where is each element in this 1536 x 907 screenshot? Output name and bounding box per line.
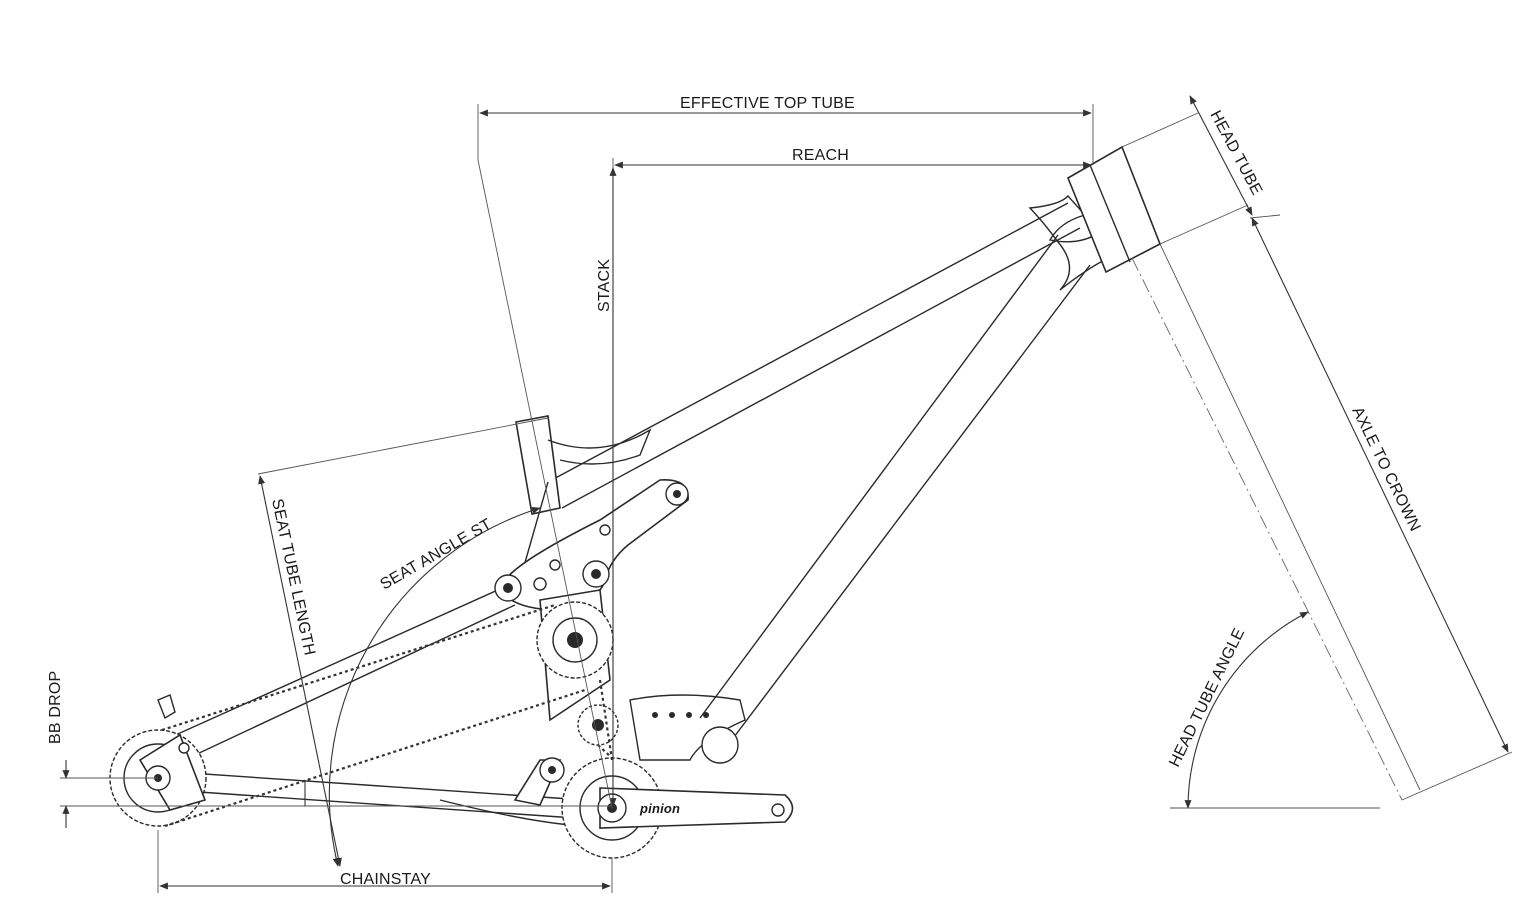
bb-drop-label: BB DROP xyxy=(47,671,64,744)
crank-logo: pinion xyxy=(639,801,680,816)
dimension-lines: EFFECTIVE TOP TUBE REACH STACK HEAD TUBE… xyxy=(47,95,1513,893)
head-tube-angle-label: HEAD TUBE ANGLE xyxy=(1166,626,1248,770)
idler-assembly xyxy=(536,589,619,746)
top-tube xyxy=(547,202,1081,509)
stack-label: STACK xyxy=(596,259,613,312)
axle-to-crown-label: AXLE TO CROWN xyxy=(1348,404,1423,534)
steering-axis-centerline xyxy=(1131,257,1403,801)
gearbox-mount xyxy=(629,694,746,764)
effective-top-tube-label: EFFECTIVE TOP TUBE xyxy=(680,95,855,112)
chainring-and-crank: pinion xyxy=(561,757,794,859)
bike-frame: pinion xyxy=(109,145,1421,859)
seat-tube-length-label: SEAT TUBE LENGTH xyxy=(268,497,318,657)
seat-angle-label: SEAT ANGLE ST xyxy=(378,516,495,594)
reach-label: REACH xyxy=(792,147,849,164)
rocker-link xyxy=(494,479,689,611)
chainstay-label: CHAINSTAY xyxy=(340,871,431,888)
head-tube xyxy=(1066,145,1162,274)
seat-tube xyxy=(515,415,652,515)
down-tube xyxy=(699,234,1091,746)
